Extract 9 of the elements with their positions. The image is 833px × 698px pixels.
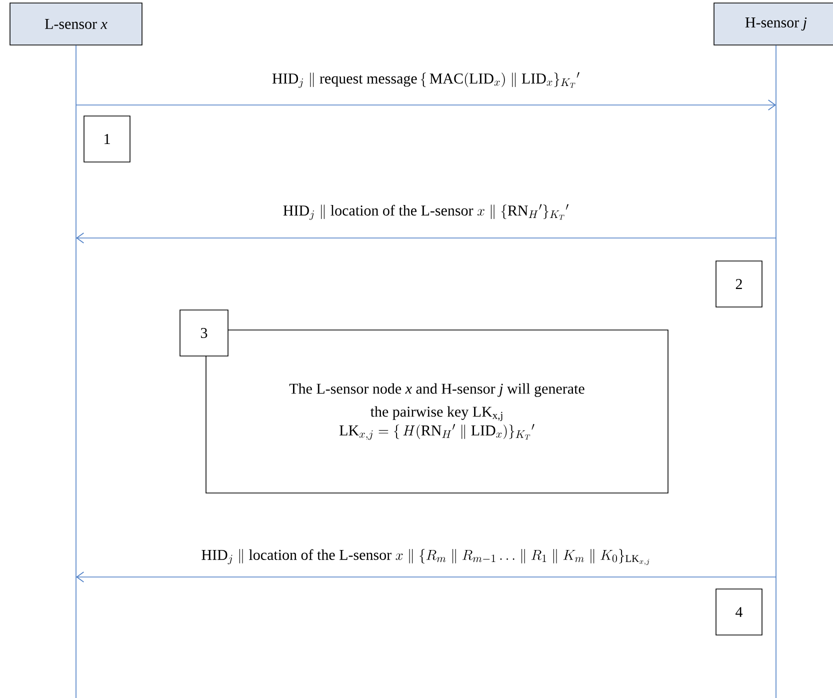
arrow <box>76 100 776 110</box>
lifeline-header: L-sensor x <box>10 2 142 46</box>
lifeline-header: H-sensorj <box>714 2 833 46</box>
edge-label: $\mathrm{HID}_j \parallel \text{location of the L-sensor } x \parallel \{R_m \parallel R_{m-1} \ldots \parallel R_1 \parallel K_m \parallel K_0\}_{\mathrm{LK}_{x,j}}$ <box>202 549 650 566</box>
edge-label: $\mathrm{HID}_j \parallel \text{location of the L-sensor } x \parallel \{\mathrm{RN}_{H}{}'\}_{K_T}{}'$ <box>283 204 568 220</box>
edge-label: $\mathrm{HID}_j \parallel \text{request message}\,\{\,\mathrm{MAC}(\mathrm{LID}_x) \parallel \mathrm{LID}_x\}_{K_T}{}'$ <box>272 72 580 88</box>
arrow <box>76 572 776 582</box>
step-number-box: 3 <box>180 310 228 356</box>
arrow <box>76 232 776 244</box>
